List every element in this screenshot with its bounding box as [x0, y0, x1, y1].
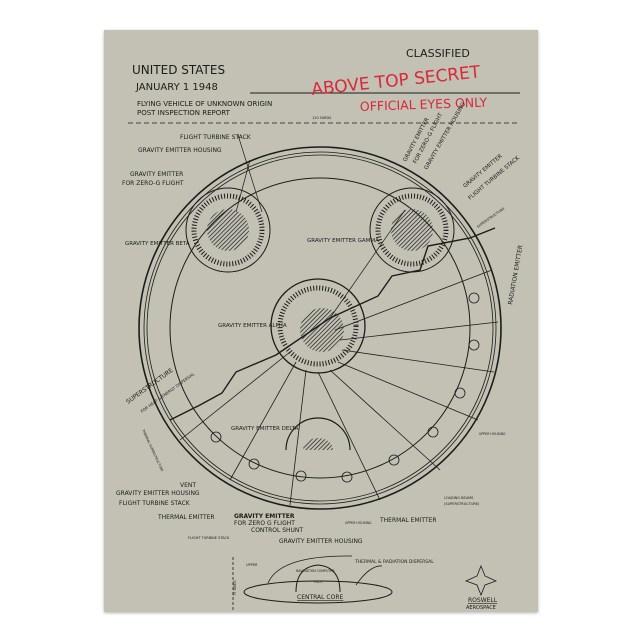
label-bottom-housing: GRAVITY EMITTER HOUSING — [279, 538, 363, 545]
emitter-delta — [285, 417, 351, 451]
label-upper-housing-center: UPPER HOUSING — [345, 521, 372, 525]
star-logo-icon — [464, 564, 498, 597]
side-view-diagram — [232, 555, 393, 612]
emitter-alpha — [270, 278, 366, 374]
label-upper-housing-right: UPPER HOUSING — [479, 432, 506, 436]
header-classified: CLASSIFIED — [406, 47, 470, 60]
label-upper: UPPER — [246, 563, 258, 567]
label-loading-beams-sub: (SUPERSTRUCTURE) — [444, 502, 480, 506]
portholes — [210, 292, 480, 483]
cutaway-line — [169, 227, 496, 421]
ufo-blueprint-diagram: UNITED STATES JANUARY 1 1948 FLYING VEHI… — [116, 47, 524, 612]
label-vent: VENT — [180, 482, 196, 489]
label-loading-beams: LOADING BEAMS — [444, 496, 474, 500]
label-gravity-emitter-housing: GRAVITY EMITTER HOUSING — [138, 147, 222, 154]
label-maker-sub: AEROSPACE — [466, 605, 496, 611]
label-bc-zero-g: FOR ZERO G FLIGHT — [234, 520, 295, 527]
blueprint-poster: UNITED STATES JANUARY 1 1948 FLYING VEHI… — [104, 30, 538, 612]
label-pilot: PILOT — [314, 580, 323, 584]
emitter-gamma — [369, 187, 455, 273]
label-control-shunt: CONTROL SHUNT — [251, 527, 303, 534]
header-subtitle-2: POST INSPECTION REPORT — [137, 109, 231, 117]
label-thermal-emitter-left: THERMAL EMITTER — [157, 514, 215, 521]
label-gravity-emitter: GRAVITY EMITTER — [130, 171, 183, 178]
label-emitter-delta: GRAVITY EMITTER DELTA — [231, 426, 299, 432]
stamp-above-top-secret: ABOVE TOP SECRET — [310, 62, 481, 100]
label-radiation-emitter: RADIATION EMITTER — [507, 245, 524, 306]
emitter-beta — [185, 187, 271, 273]
label-maker: ROSWELL — [468, 597, 498, 604]
label-superstructure-small: SUPERSTRUCTURE — [476, 207, 505, 229]
label-emitter-beta: GRAVITY EMITTER BETA — [125, 241, 190, 247]
scale-label: 120 YARDS — [312, 116, 332, 120]
label-flight-turbine-stack: FLIGHT TURBINE STACK — [180, 134, 252, 141]
leader-lines — [235, 134, 406, 319]
label-bl-housing: GRAVITY EMITTER HOUSING — [116, 490, 200, 497]
header-date: JANUARY 1 1948 — [135, 82, 218, 93]
label-central-core: CENTRAL CORE — [297, 594, 343, 601]
header-subtitle-1: FLYING VEHICLE OF UNKNOWN ORIGIN — [137, 100, 272, 108]
label-bl-turbine: FLIGHT TURBINE STACK — [119, 500, 191, 507]
label-bc-emitter: GRAVITY EMITTER — [234, 513, 295, 520]
label-flight-turbine-small: FLIGHT TURBINE STACK — [188, 536, 230, 540]
label-thermal-emitter-right: THERMAL EMITTER — [379, 517, 437, 524]
label-thermal-dispersal: THERMAL & RADIATION DISPERSAL — [354, 559, 434, 565]
label-emitter-gamma: GRAVITY EMITTER GAMMA — [307, 238, 379, 244]
label-zero-g-flight: FOR ZERO-G FLIGHT — [122, 180, 184, 187]
radial-ducts — [179, 269, 499, 506]
disc-outline — [138, 146, 502, 510]
label-height-scale: 75 YARDS — [233, 580, 237, 596]
header-country: UNITED STATES — [132, 63, 225, 77]
label-thermal-superstructure: THERMAL SUPERSTRUCTURE — [141, 428, 165, 472]
label-emitter-alpha: GRAVITY EMITTER ALPHA — [218, 323, 287, 329]
stamp-official-eyes-only: OFFICIAL EYES ONLY — [360, 95, 488, 114]
label-nav-computer: NAVIGATION COMPUTER — [296, 569, 335, 573]
